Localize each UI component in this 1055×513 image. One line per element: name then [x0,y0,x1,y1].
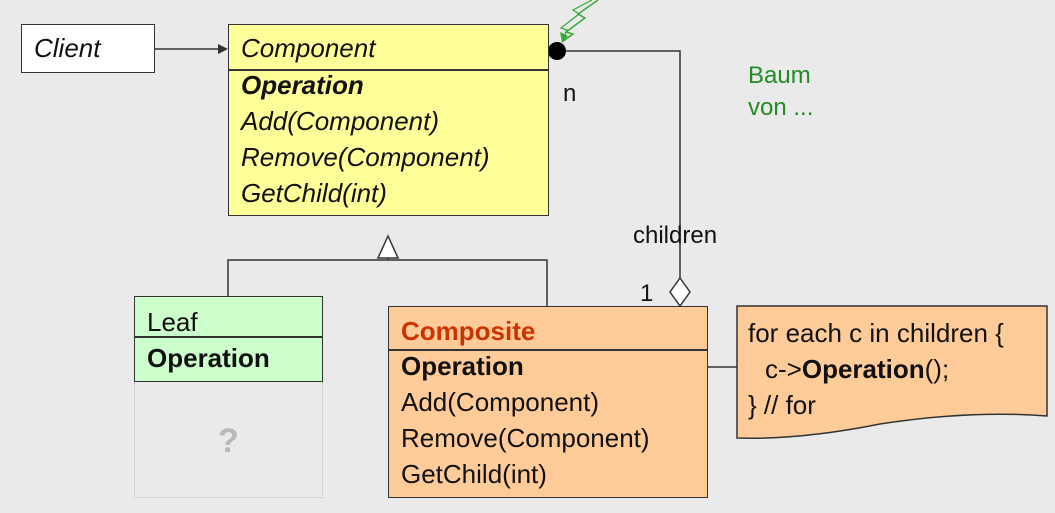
multiplicity-1: 1 [640,280,654,307]
leaf-divider [134,336,323,338]
leaf-class[interactable] [134,296,323,382]
composite-remove: Remove(Component) [401,423,650,453]
note-line2: c->Operation(); [765,354,949,385]
leaf-placeholder-question: ? [218,422,239,460]
note-line2-suffix: (); [924,354,950,384]
composite-name: Composite [401,316,536,346]
arrow-head [218,44,228,54]
association-dot [548,42,566,60]
annotation-line2: von ... [748,94,814,121]
client-label: Client [34,33,101,63]
composite-getchild: GetChild(int) [401,459,547,489]
note-line2-prefix: c-> [765,354,802,384]
generalization-lines [227,258,389,296]
composite-add: Add(Component) [401,387,599,417]
lightning-tip-icon [560,32,568,42]
aggregation-diamond [669,276,691,308]
component-getchild: GetChild(int) [241,178,387,208]
composite-operation: Operation [401,351,524,381]
note-line1: for each c in children { [748,318,1004,348]
note-line3: } // for [748,390,816,420]
annotation-line1: Baum [748,62,811,89]
note-shape [736,305,1048,439]
lightning-icon-outline [559,0,593,43]
lightning-icon [561,0,599,43]
component-divider [228,69,549,71]
note-line2-bold: Operation [801,354,925,384]
component-class[interactable] [228,24,549,216]
component-name: Component [241,33,376,63]
children-role-label: children [633,222,718,249]
composite-class[interactable] [388,306,708,498]
component-operation: Operation [241,70,364,100]
generalization-line-composite [388,259,548,306]
leaf-operation: Operation [147,343,270,373]
leaf-name: Leaf [147,307,198,337]
children-association-line [558,50,681,278]
component-remove: Remove(Component) [241,142,490,172]
multiplicity-n: n [563,80,577,107]
client-box[interactable] [21,24,155,73]
generalization-triangle [376,234,400,259]
component-add: Add(Component) [241,106,439,136]
leaf-implementation-placeholder [134,382,323,498]
composite-divider [388,349,708,351]
